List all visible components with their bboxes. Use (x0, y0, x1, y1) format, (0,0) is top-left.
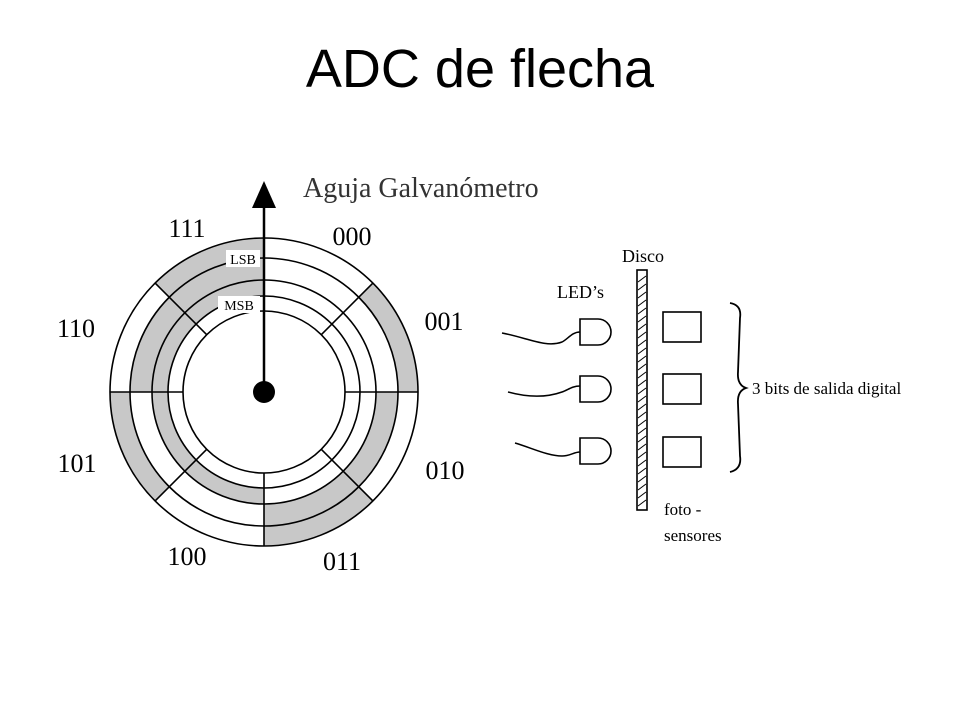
disk-hatch-line (637, 331, 647, 339)
disk-hatch-line (637, 347, 647, 355)
disk-hatch-line (637, 427, 647, 435)
shaded-segment-100-band3 (184, 459, 264, 504)
led-3 (579, 437, 612, 465)
sector-code-000: 000 (333, 222, 372, 251)
photosensor-label-line1: foto - (664, 500, 702, 519)
disk-hatch-line (637, 299, 647, 307)
disk-hatch-line (637, 371, 647, 379)
photosensor-2 (662, 373, 702, 405)
shaded-segment-010-band2 (343, 392, 398, 487)
disk-hatch-line (637, 475, 647, 483)
output-brace (729, 302, 749, 473)
shaded-segment-110-band3 (152, 312, 197, 392)
disk-hatch-line (637, 443, 647, 451)
disk-hatch-line (637, 291, 647, 299)
disk-hatch-line (637, 411, 647, 419)
photosensor-1 (662, 311, 702, 343)
leds-label: LED’s (557, 282, 604, 302)
disk-hatch-line (637, 355, 647, 363)
disk-hatch-line (637, 467, 647, 475)
sector-code-001: 001 (425, 307, 464, 336)
slide-title: ADC de flecha (305, 39, 655, 99)
shaded-segment-101-band3 (152, 392, 197, 472)
sector-code-101: 101 (58, 449, 97, 478)
shaded-segment-110-band2 (130, 297, 185, 392)
disk-hatch-line (637, 483, 647, 491)
msb-label: MSB (224, 299, 254, 314)
led-wire-3 (514, 442, 581, 457)
sector-code-110: 110 (57, 314, 95, 343)
disk-hatch-line (637, 451, 647, 459)
led-1 (579, 318, 612, 346)
sector-divider-8 (154, 282, 208, 336)
disk-hatch-line (637, 403, 647, 411)
needle-pivot (253, 381, 275, 403)
sector-divider-6 (154, 448, 208, 502)
disk-hatch-line (637, 315, 647, 323)
lsb-label: LSB (230, 253, 256, 268)
sector-code-100: 100 (168, 542, 207, 571)
shaded-segment-111-band2 (169, 258, 264, 313)
sector-divider-2 (320, 282, 374, 336)
led-wire-1 (501, 331, 581, 345)
disk-hatch-line (637, 307, 647, 315)
shaded-segment-011-band2 (264, 471, 359, 526)
disk-hatch-line (637, 283, 647, 291)
disk-hatch-line (637, 323, 647, 331)
disk-hatch-line (637, 275, 647, 283)
disk-hatch-line (637, 491, 647, 499)
disk-hatch-line (637, 339, 647, 347)
output-bits-label: 3 bits de salida digital (752, 379, 901, 398)
disk-hatch-line (637, 419, 647, 427)
photosensor-label-line2: sensores (664, 526, 722, 545)
encoder-disk-strip (636, 269, 648, 511)
sector-code-111: 111 (168, 214, 205, 243)
disk-hatch-line (637, 435, 647, 443)
disk-hatch-line (637, 379, 647, 387)
shaded-segment-011-band1 (264, 486, 373, 546)
disk-label: Disco (622, 246, 664, 266)
shaded-segment-001-band1 (358, 283, 418, 392)
disk-hatch-line (637, 459, 647, 467)
needle-arrowhead (252, 181, 276, 208)
needle-label: Aguja Galvanómetro (303, 173, 539, 204)
photosensor-3 (662, 436, 702, 468)
sensor-assembly: Disco LED’s 3 bits de salida digital fot… (501, 246, 901, 545)
disk-hatch-line (637, 395, 647, 403)
shaded-segment-101-band1 (110, 392, 170, 501)
disk-hatch-line (637, 499, 647, 507)
disk-hatch-line (637, 387, 647, 395)
led-2 (579, 375, 612, 403)
sector-code-010: 010 (426, 456, 465, 485)
sector-divider-4 (320, 448, 374, 502)
disk-hatch (637, 275, 647, 507)
led-wire-2 (507, 385, 581, 397)
sector-code-011: 011 (323, 547, 361, 576)
disk-hatch-line (637, 363, 647, 371)
encoder-dial: LSB MSB Aguja Galvanómetro 000 001 010 0… (57, 173, 539, 576)
